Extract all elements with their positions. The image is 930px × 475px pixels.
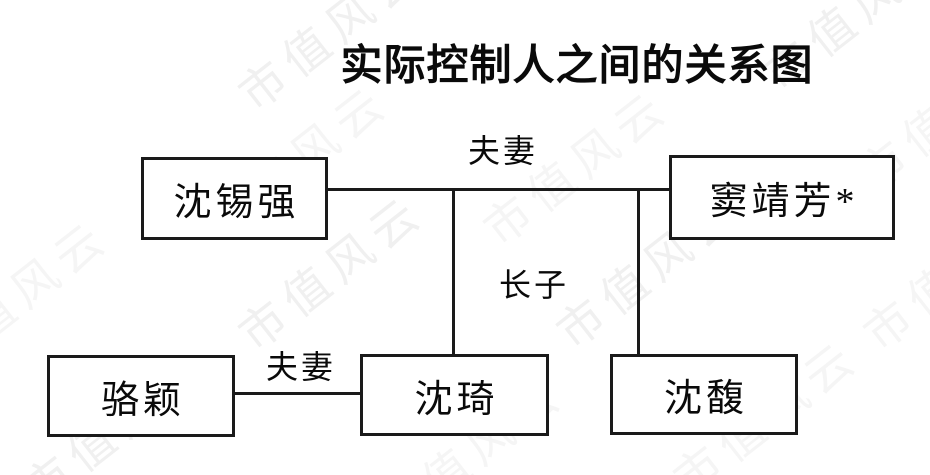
diagram-title: 实际控制人之间的关系图	[340, 41, 814, 89]
edge-label-spouse-bottom: 夫妻	[265, 349, 337, 385]
node-luo-ying: 骆颖	[47, 355, 235, 437]
edge-spouse-bottom-line	[235, 392, 360, 395]
node-shen-fu: 沈馥	[610, 354, 798, 435]
edge-spouse-top-line	[328, 188, 669, 191]
node-shen-qi: 沈琦	[360, 354, 549, 436]
edge-to-shenfu-line	[637, 189, 640, 354]
node-label: 窦靖芳*	[709, 181, 859, 223]
node-label: 骆颖	[100, 379, 185, 422]
node-label: 沈馥	[663, 378, 748, 420]
node-dou-jingfang: 窦靖芳*	[669, 155, 895, 240]
edge-label-spouse-top: 夫妻	[467, 133, 539, 169]
edge-label-eldest-son: 长子	[498, 267, 570, 303]
node-shen-xiqiang: 沈锡强	[141, 157, 328, 240]
node-label: 沈琦	[414, 378, 499, 421]
node-label: 沈锡强	[173, 182, 300, 224]
edge-eldest-son-line	[452, 189, 455, 354]
